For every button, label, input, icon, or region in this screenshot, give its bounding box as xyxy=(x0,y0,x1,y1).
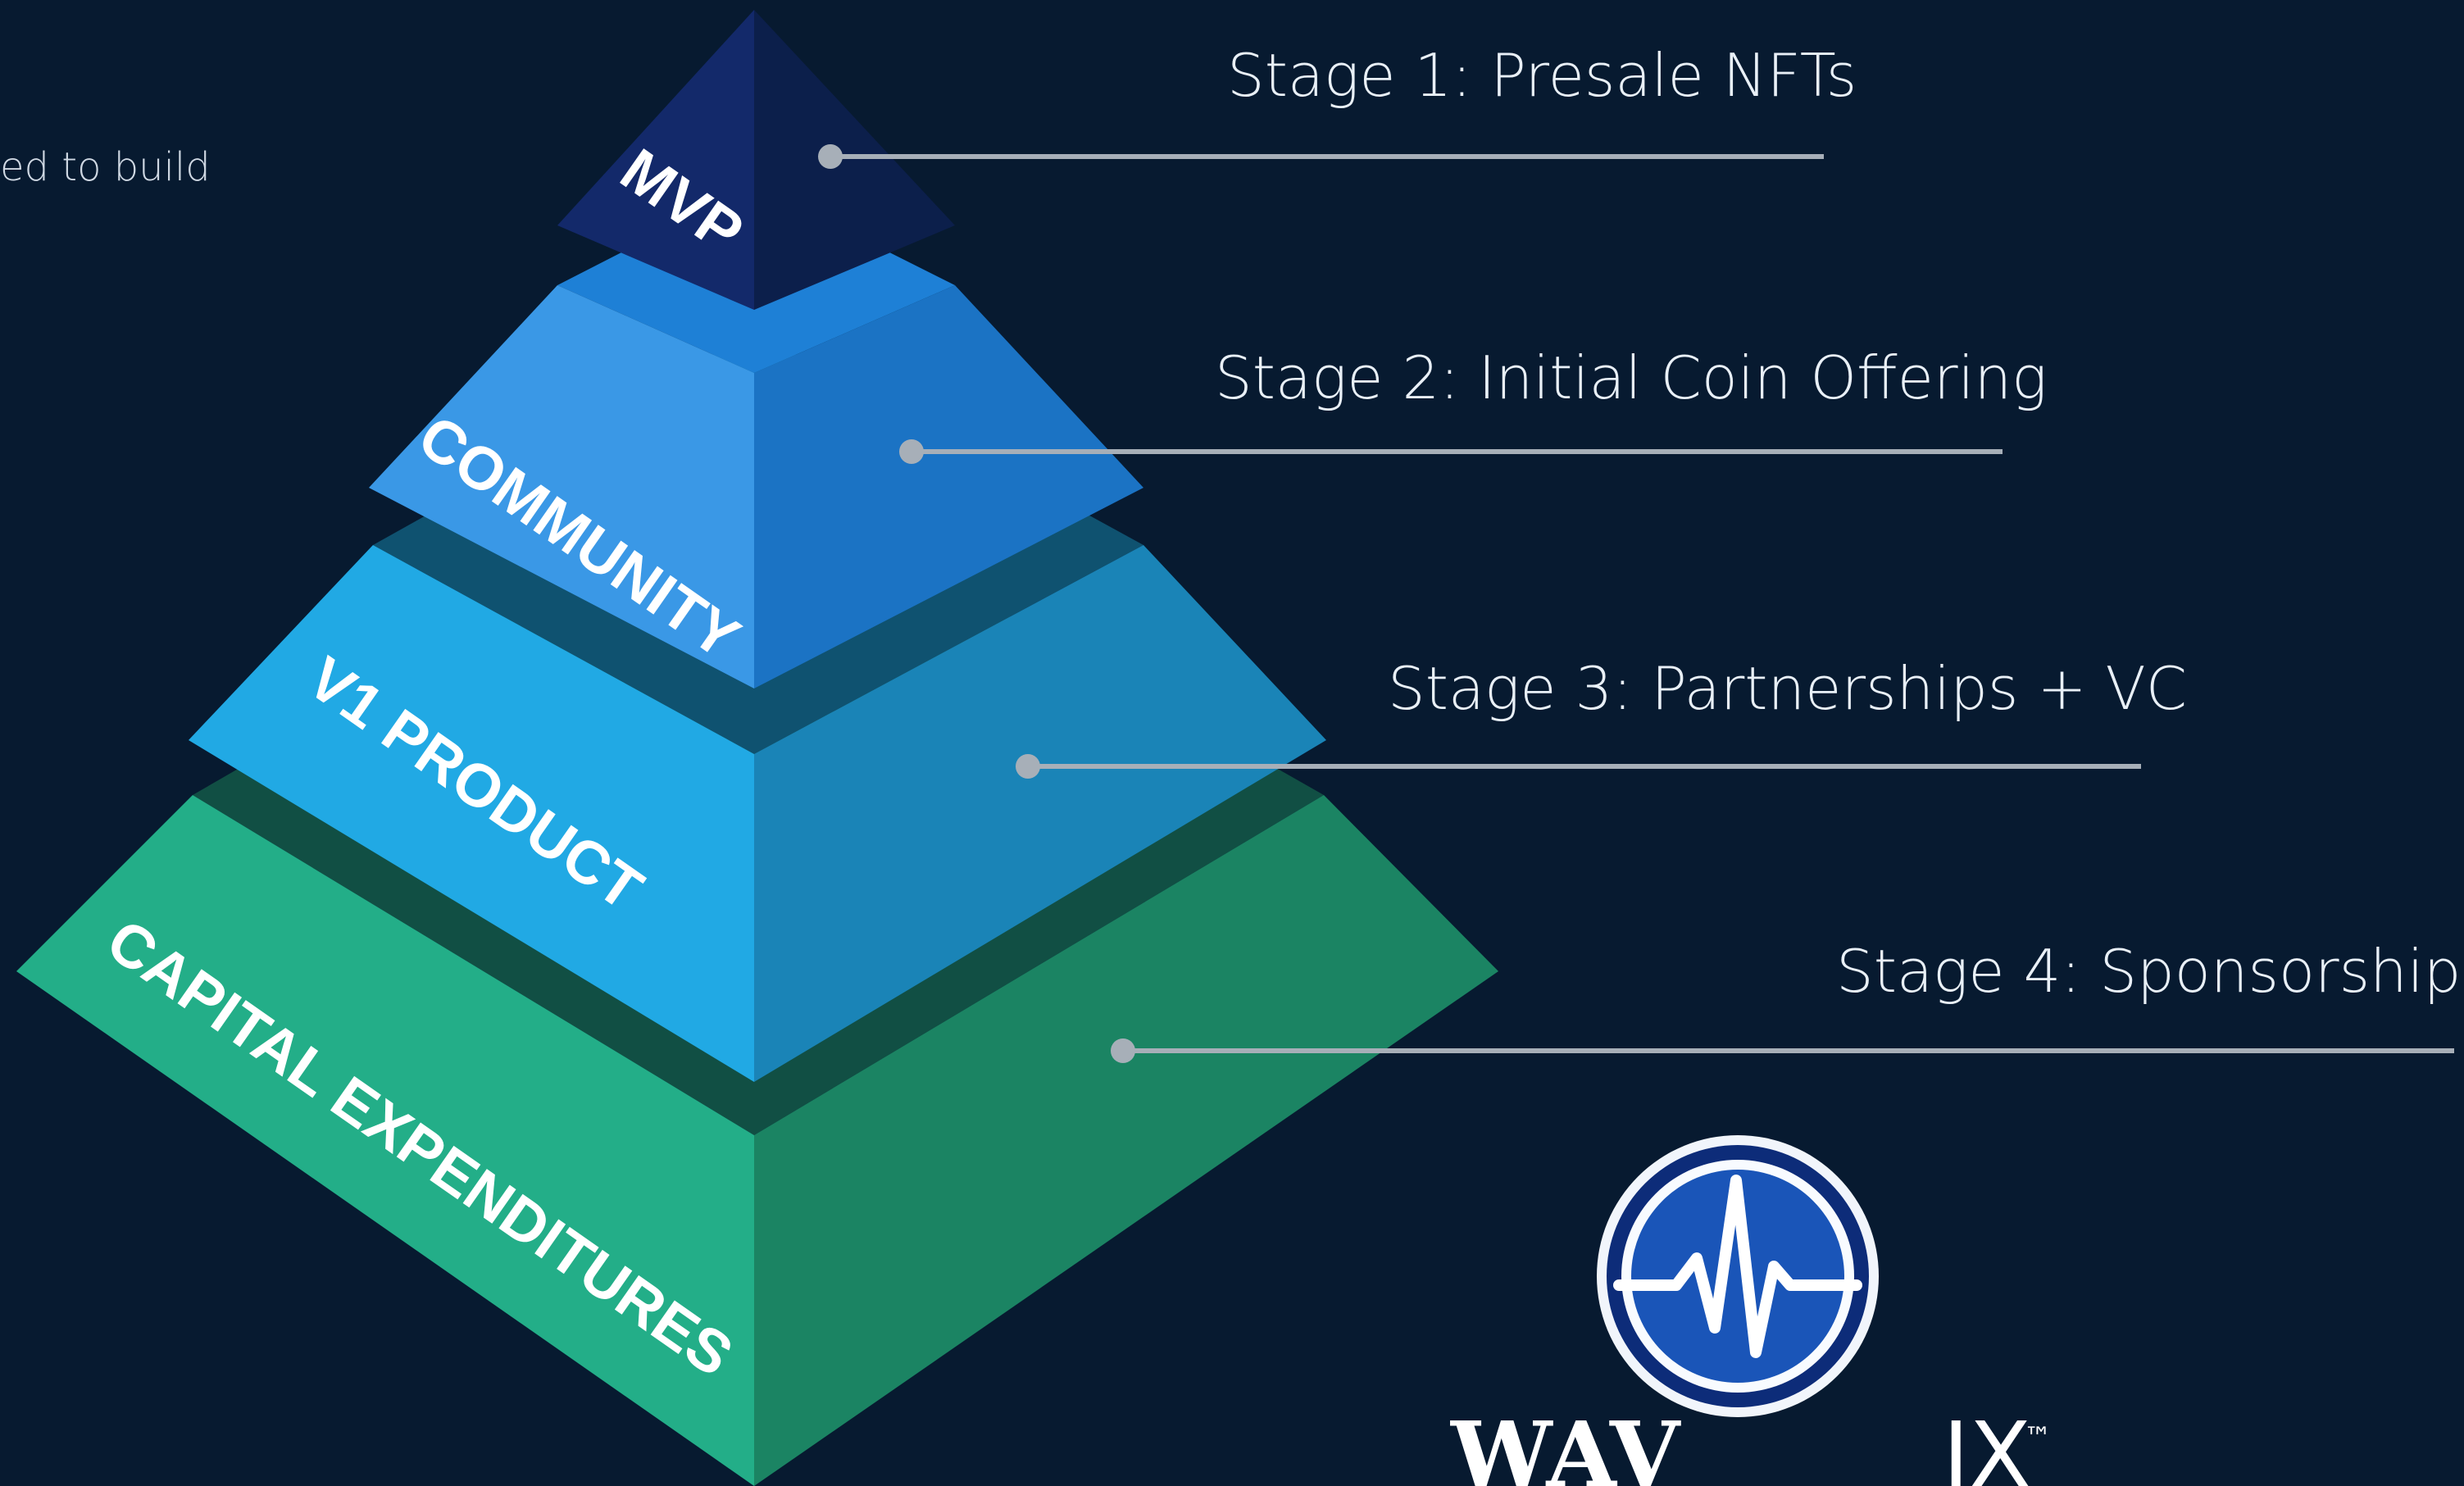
stage-3-connector-dot xyxy=(1016,754,1040,779)
mvp-left-face xyxy=(557,10,754,310)
logo-wordmark-left: WAV xyxy=(1450,1402,1681,1486)
community-right-face xyxy=(754,285,1143,688)
logo-trademark: ™ xyxy=(2024,1421,2052,1454)
stage-4-connector-dot xyxy=(1111,1038,1135,1063)
community-left-face xyxy=(369,285,754,688)
stage-1-label: Stage 1: Presale NFTs xyxy=(1227,41,1857,110)
cut-off-left-text: ed to build xyxy=(0,144,211,190)
mvp-right-face xyxy=(754,10,955,310)
stage-connectors: Stage 1: Presale NFTs Stage 2: Initial C… xyxy=(818,41,2464,1063)
heartbeat-icon xyxy=(1613,1175,1862,1358)
v1-product-left-face xyxy=(189,545,754,1082)
tier-mvp: MVP xyxy=(557,10,955,310)
stage-1-connector-dot xyxy=(818,144,843,169)
stage-3-label: Stage 3: Partnerships + VC xyxy=(1388,654,2187,723)
v1-product-right-face xyxy=(754,545,1326,1082)
wavix-logo: WAV IX ™ xyxy=(1450,1135,2052,1486)
capital-expenditures-left-face xyxy=(16,795,754,1486)
capital-expenditures-right-face xyxy=(754,795,1498,1486)
stage-4-label: Stage 4: Sponsorships xyxy=(1836,937,2464,1006)
logo-wordmark-right: IX xyxy=(1943,1402,2031,1486)
logo-core xyxy=(1631,1170,1844,1383)
stage-2-connector-dot xyxy=(899,439,924,464)
stage-2-label: Stage 2: Initial Coin Offering xyxy=(1215,343,2047,412)
